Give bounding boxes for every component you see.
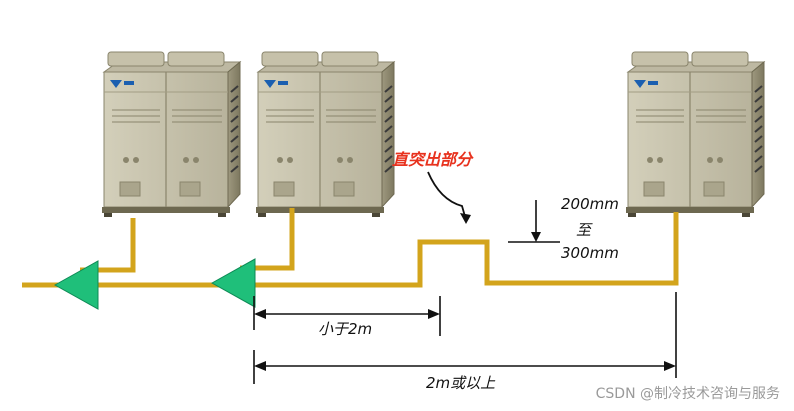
protrusion-pointer-head xyxy=(460,213,471,224)
branch-arrow-1 xyxy=(55,261,98,309)
distance-long-label: 2m或以上 xyxy=(426,372,495,393)
distance-short-label: 小于2m xyxy=(318,318,372,339)
dim-short-arrow-left xyxy=(254,309,266,319)
protrusion-label: 直突出部分 xyxy=(392,146,472,170)
protrusion-pointer xyxy=(428,172,466,220)
dim-short-arrow-right xyxy=(428,309,440,319)
outdoor-unit-2 xyxy=(256,52,394,217)
height-label-top: 200mm xyxy=(561,195,619,213)
dim-long-arrow-right xyxy=(664,361,676,371)
outdoor-unit-3 xyxy=(626,52,764,217)
height-arrow-head xyxy=(531,232,541,242)
height-label-bottom: 300mm xyxy=(561,244,619,262)
branch-arrow-2 xyxy=(212,259,255,307)
height-label-mid: 至 xyxy=(576,219,591,240)
dim-long-arrow-left xyxy=(254,361,266,371)
outdoor-unit-1 xyxy=(102,52,240,217)
watermark: CSDN @制冷技术咨询与服务 xyxy=(596,383,780,403)
